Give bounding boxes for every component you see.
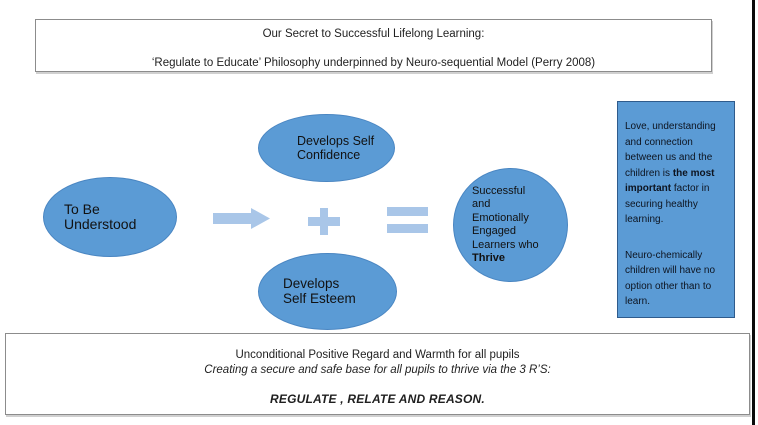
result-line-4: Engaged [472,225,517,237]
esteem-line-1: Develops [283,276,340,291]
sidebar-paragraph-2: Neuro-chemically children will have no o… [625,249,716,308]
result-line-2: and [472,198,491,210]
arrow-right-icon [213,208,270,229]
equals-bar-bottom [387,224,428,233]
develops-self-confidence-ellipse: Develops Self Confidence [258,114,395,182]
sidebar-p1-pre: Love, understanding and connection betwe… [625,121,716,179]
header-line-1: Our Secret to Successful Lifelong Learni… [262,28,485,40]
confidence-line-1: Develops Self [297,134,375,148]
result-line-1: Successful [472,184,526,197]
develops-self-esteem-ellipse: Develops Self Esteem [258,253,397,330]
sidebar-p1-post: factor in securing healthy learning. [625,183,710,225]
result-line-3: Emotionally [472,211,529,224]
equals-bar-top [387,207,428,216]
footer-line-2: Creating a secure and safe base for all … [204,364,551,376]
result-line-5: Learners who [472,238,539,251]
header-box: Our Secret to Successful Lifelong Learni… [35,19,712,72]
result-line-thrive: Thrive [472,252,506,264]
footer-line-1: Unconditional Positive Regard and Warmth… [235,349,520,361]
footer-box: Unconditional Positive Regard and Warmth… [5,333,750,415]
sidebar-p1-bold: the most important [625,167,715,195]
sidebar-note-box: Love, understanding and connection betwe… [617,101,735,318]
to-be-understood-line-2: Understood [64,216,137,232]
footer-line-3: REGULATE , RELATE AND REASON. [270,392,485,406]
thrive-result-circle: Successful and Emotionally Engaged Learn… [453,168,568,282]
equals-icon [387,207,428,241]
header-line-2: ‘Regulate to Educate’ Philosophy underpi… [151,57,596,69]
sidebar-paragraph-1: Love, understanding and connection betwe… [625,119,727,228]
to-be-understood-ellipse: To Be Understood [43,177,177,257]
to-be-understood-line-1: To Be [64,200,100,217]
plus-icon [308,208,340,235]
page-edge-line [752,0,755,425]
confidence-line-2: Confidence [297,148,361,162]
esteem-line-2: Self Esteem [283,290,356,306]
